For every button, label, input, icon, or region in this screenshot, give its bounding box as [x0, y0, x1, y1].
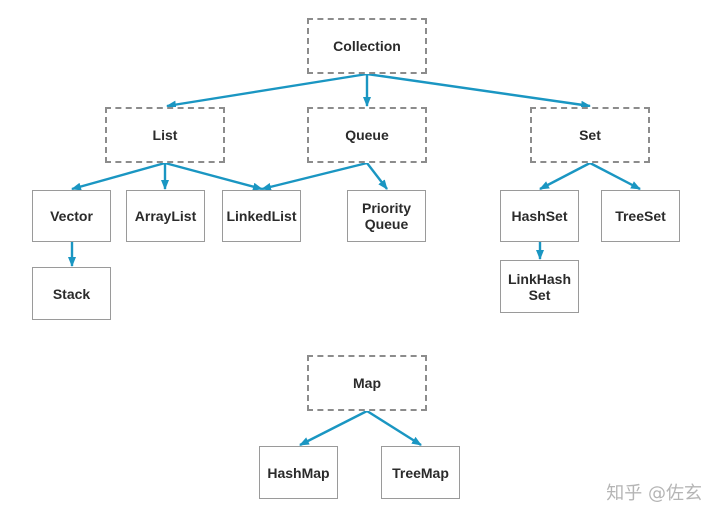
arrow-collection-set: [366, 72, 591, 109]
node-collection-label: Collection: [333, 38, 401, 54]
arrow-map-treemap: [366, 409, 422, 447]
node-list-label: List: [152, 127, 178, 143]
node-map: Map: [307, 355, 427, 411]
node-treeset: TreeSet: [601, 190, 680, 242]
node-hashset-label: HashSet: [511, 208, 568, 224]
node-hashmap-label: HashMap: [267, 464, 330, 481]
node-hashset: HashSet: [500, 190, 579, 242]
arrow-collection-list: [166, 72, 368, 109]
arrow-list-linkedlist: [164, 161, 263, 191]
node-set-label: Set: [579, 127, 601, 143]
arrow-queue-priorityqueue: [366, 162, 388, 190]
node-arraylist: ArrayList: [126, 190, 205, 242]
arrow-set-hashset: [539, 161, 591, 191]
node-stack-label: Stack: [52, 285, 91, 302]
node-treemap-label: TreeMap: [392, 464, 449, 481]
node-arraylist-label: ArrayList: [134, 208, 197, 224]
node-linkhashset: LinkHash Set: [500, 260, 579, 313]
node-linkedlist: LinkedList: [222, 190, 301, 242]
node-vector: Vector: [32, 190, 111, 242]
arrow-set-treeset: [589, 161, 641, 191]
node-map-label: Map: [353, 375, 381, 391]
node-list: List: [105, 107, 225, 163]
node-queue: Queue: [307, 107, 427, 163]
arrow-queue-linkedlist: [261, 161, 368, 191]
node-stack: Stack: [32, 267, 111, 320]
arrow-map-hashmap: [299, 409, 368, 447]
node-hashmap: HashMap: [259, 446, 338, 499]
node-linkedlist-label: LinkedList: [226, 208, 297, 224]
watermark: 知乎 @佐玄: [606, 483, 702, 504]
node-treeset-label: TreeSet: [615, 208, 666, 224]
node-vector-label: Vector: [50, 208, 93, 224]
node-queue-label: Queue: [345, 127, 389, 143]
node-linkhashset-label: LinkHash Set: [507, 270, 571, 303]
node-treemap: TreeMap: [381, 446, 460, 499]
node-collection: Collection: [307, 18, 427, 74]
node-priority-queue: Priority Queue: [347, 190, 426, 242]
node-set: Set: [530, 107, 650, 163]
arrow-list-vector: [71, 161, 166, 191]
node-priority-queue-label: Priority Queue: [361, 200, 411, 232]
